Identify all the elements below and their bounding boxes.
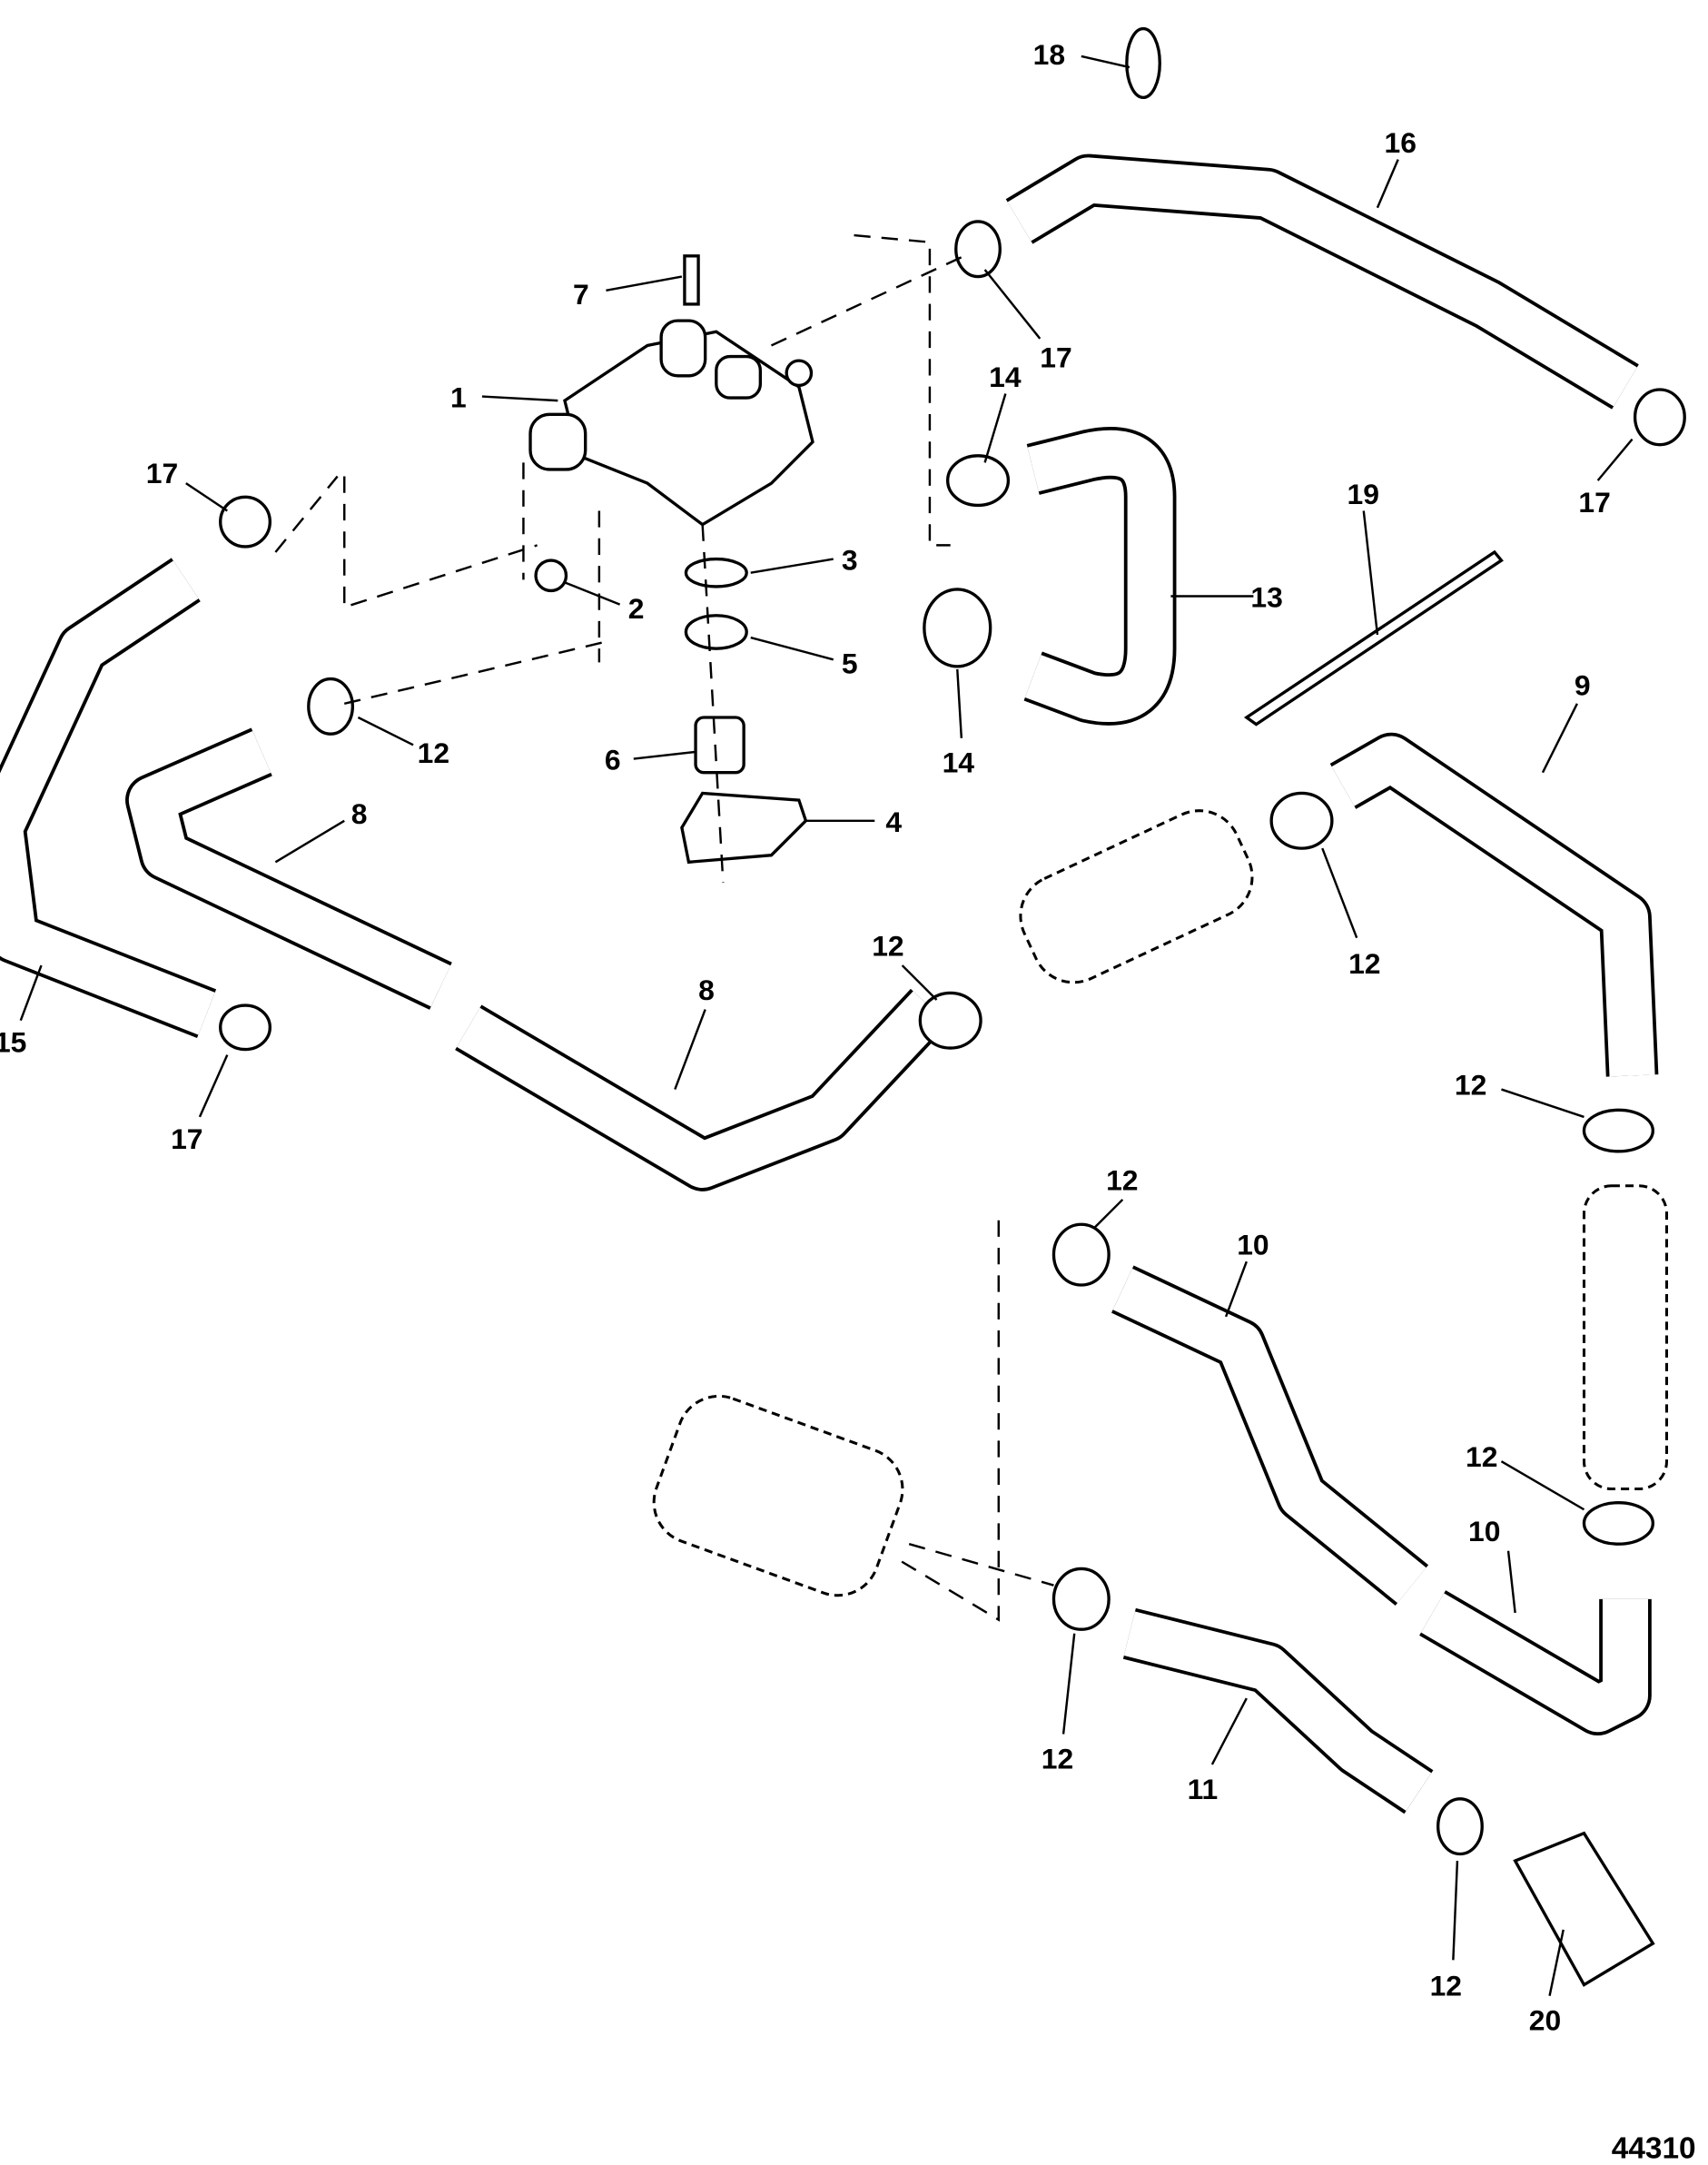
callout-6: 6 [605, 744, 621, 776]
bolt-7 [683, 254, 700, 306]
callout-19: 19 [1348, 478, 1379, 510]
gasket-4 [680, 791, 808, 865]
hose-10-lower [1419, 1590, 1652, 1736]
heat-exchanger-ghost [1582, 1184, 1669, 1491]
sleeve-6 [694, 716, 745, 775]
callout-labels: 18 16 7 17 1 14 17 17 19 3 13 2 5 9 12 1… [0, 38, 1611, 2037]
callout-12: 12 [872, 929, 903, 962]
hose-9 [1329, 732, 1659, 1077]
callout-3: 3 [842, 544, 858, 577]
callout-8: 8 [351, 797, 368, 830]
callout-20: 20 [1529, 2004, 1561, 2037]
callout-17: 17 [146, 457, 178, 489]
callout-11: 11 [1188, 1773, 1219, 1805]
hose-8-lower [455, 988, 949, 1191]
callout-10: 10 [1468, 1515, 1500, 1547]
figure-number: 44310 [1612, 2132, 1696, 2165]
callout-12: 12 [1348, 947, 1380, 980]
callout-13: 13 [1250, 581, 1282, 614]
callout-15: 15 [0, 1026, 26, 1059]
alignment-lines [274, 233, 1054, 1622]
callout-12: 12 [1430, 1970, 1462, 2002]
tie-strap-19 [1243, 549, 1504, 727]
callout-16: 16 [1385, 126, 1417, 159]
callout-4: 4 [885, 806, 902, 838]
fuel-cooler-ghost [1019, 809, 1254, 984]
callout-17: 17 [1578, 486, 1610, 519]
callout-18: 18 [1033, 38, 1065, 71]
plug [785, 359, 814, 388]
hose-8-upper [125, 727, 452, 1010]
callout-7: 7 [573, 278, 589, 311]
callout-8: 8 [698, 974, 715, 1006]
plug-2 [534, 559, 568, 593]
thermostat-housing [528, 319, 815, 527]
hose-15 [0, 558, 217, 1038]
callout-10: 10 [1237, 1229, 1269, 1261]
callout-17: 17 [1040, 341, 1071, 374]
callout-12: 12 [418, 736, 449, 769]
callout-14: 14 [989, 361, 1022, 393]
callout-12: 12 [1455, 1069, 1486, 1102]
hose-13 [1023, 426, 1177, 726]
callout-12: 12 [1466, 1440, 1497, 1473]
fitting-20 [1513, 1831, 1655, 1987]
callout-14: 14 [943, 746, 975, 779]
thermostat-5 [684, 614, 748, 650]
callout-12: 12 [1106, 1163, 1138, 1196]
pump-ghost [652, 1394, 904, 1597]
callout-2: 2 [628, 592, 645, 625]
hose-16 [1005, 153, 1639, 410]
callout-5: 5 [842, 647, 858, 679]
callout-9: 9 [1575, 669, 1591, 702]
callout-12: 12 [1042, 1742, 1073, 1775]
hose-10-upper [1111, 1265, 1429, 1606]
gasket-3 [684, 557, 748, 588]
hose-clamps [219, 26, 1686, 1856]
callout-1: 1 [450, 381, 467, 414]
hose-11 [1122, 1607, 1434, 1814]
leader-lines [19, 54, 1634, 1996]
callout-17: 17 [171, 1122, 202, 1155]
